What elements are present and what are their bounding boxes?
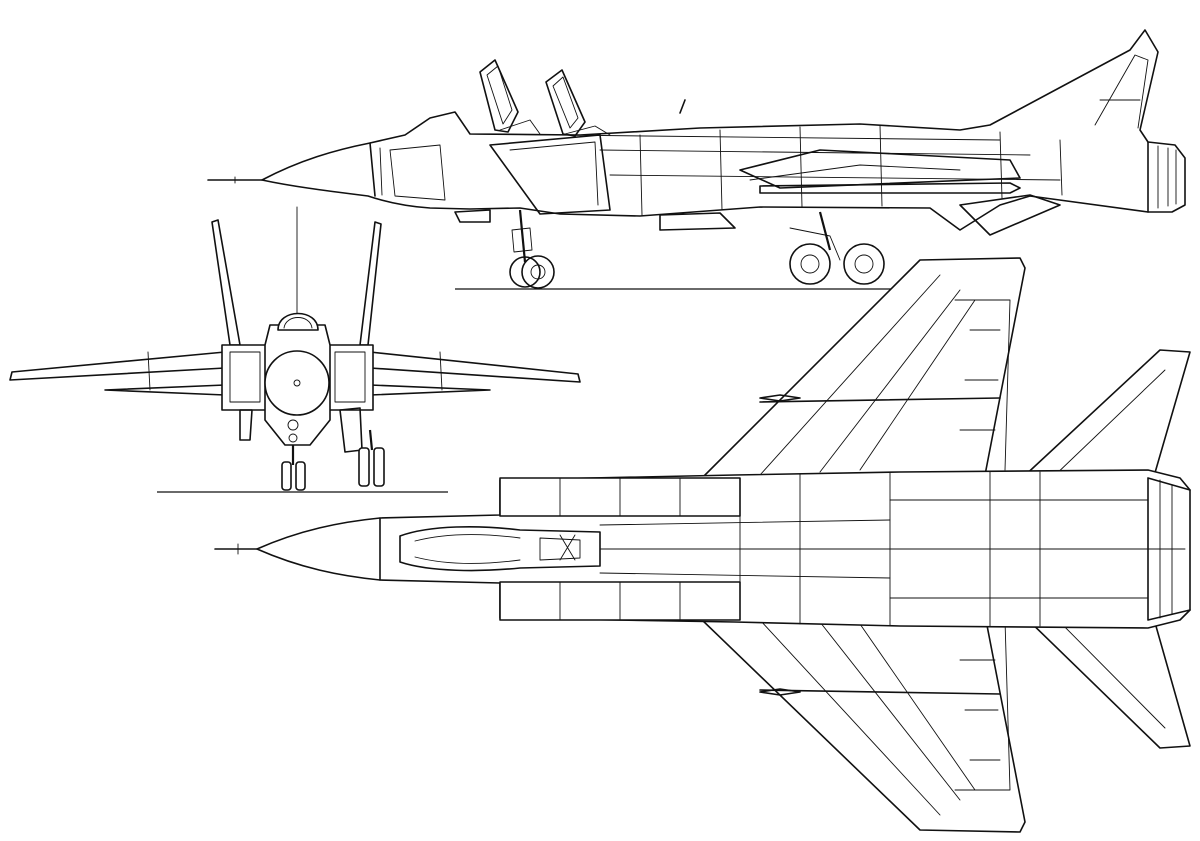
side-wing [739, 149, 1021, 189]
top-lower-wing [699, 614, 1026, 833]
side-stabilator [959, 194, 1061, 236]
side-view [207, 29, 1186, 290]
top-engine-nozzles [1147, 477, 1191, 621]
side-missile [759, 182, 1021, 194]
side-rear-canopy [545, 69, 586, 137]
front-right-wing [369, 351, 581, 383]
top-view [214, 257, 1191, 833]
front-left-fin [211, 219, 241, 346]
side-front-canopy [479, 59, 519, 133]
side-intake [489, 134, 611, 215]
front-radome [264, 350, 330, 416]
front-right-intake [327, 344, 374, 411]
front-left-wing [9, 351, 226, 381]
top-upper-wing [699, 257, 1026, 481]
front-right-fin [359, 221, 382, 346]
front-view [9, 206, 581, 493]
side-main-landing-gear [789, 211, 885, 285]
front-canopy [277, 312, 319, 331]
top-cockpit [399, 525, 601, 572]
side-nose-landing-gear [509, 209, 555, 289]
front-landing-gear [281, 429, 385, 491]
